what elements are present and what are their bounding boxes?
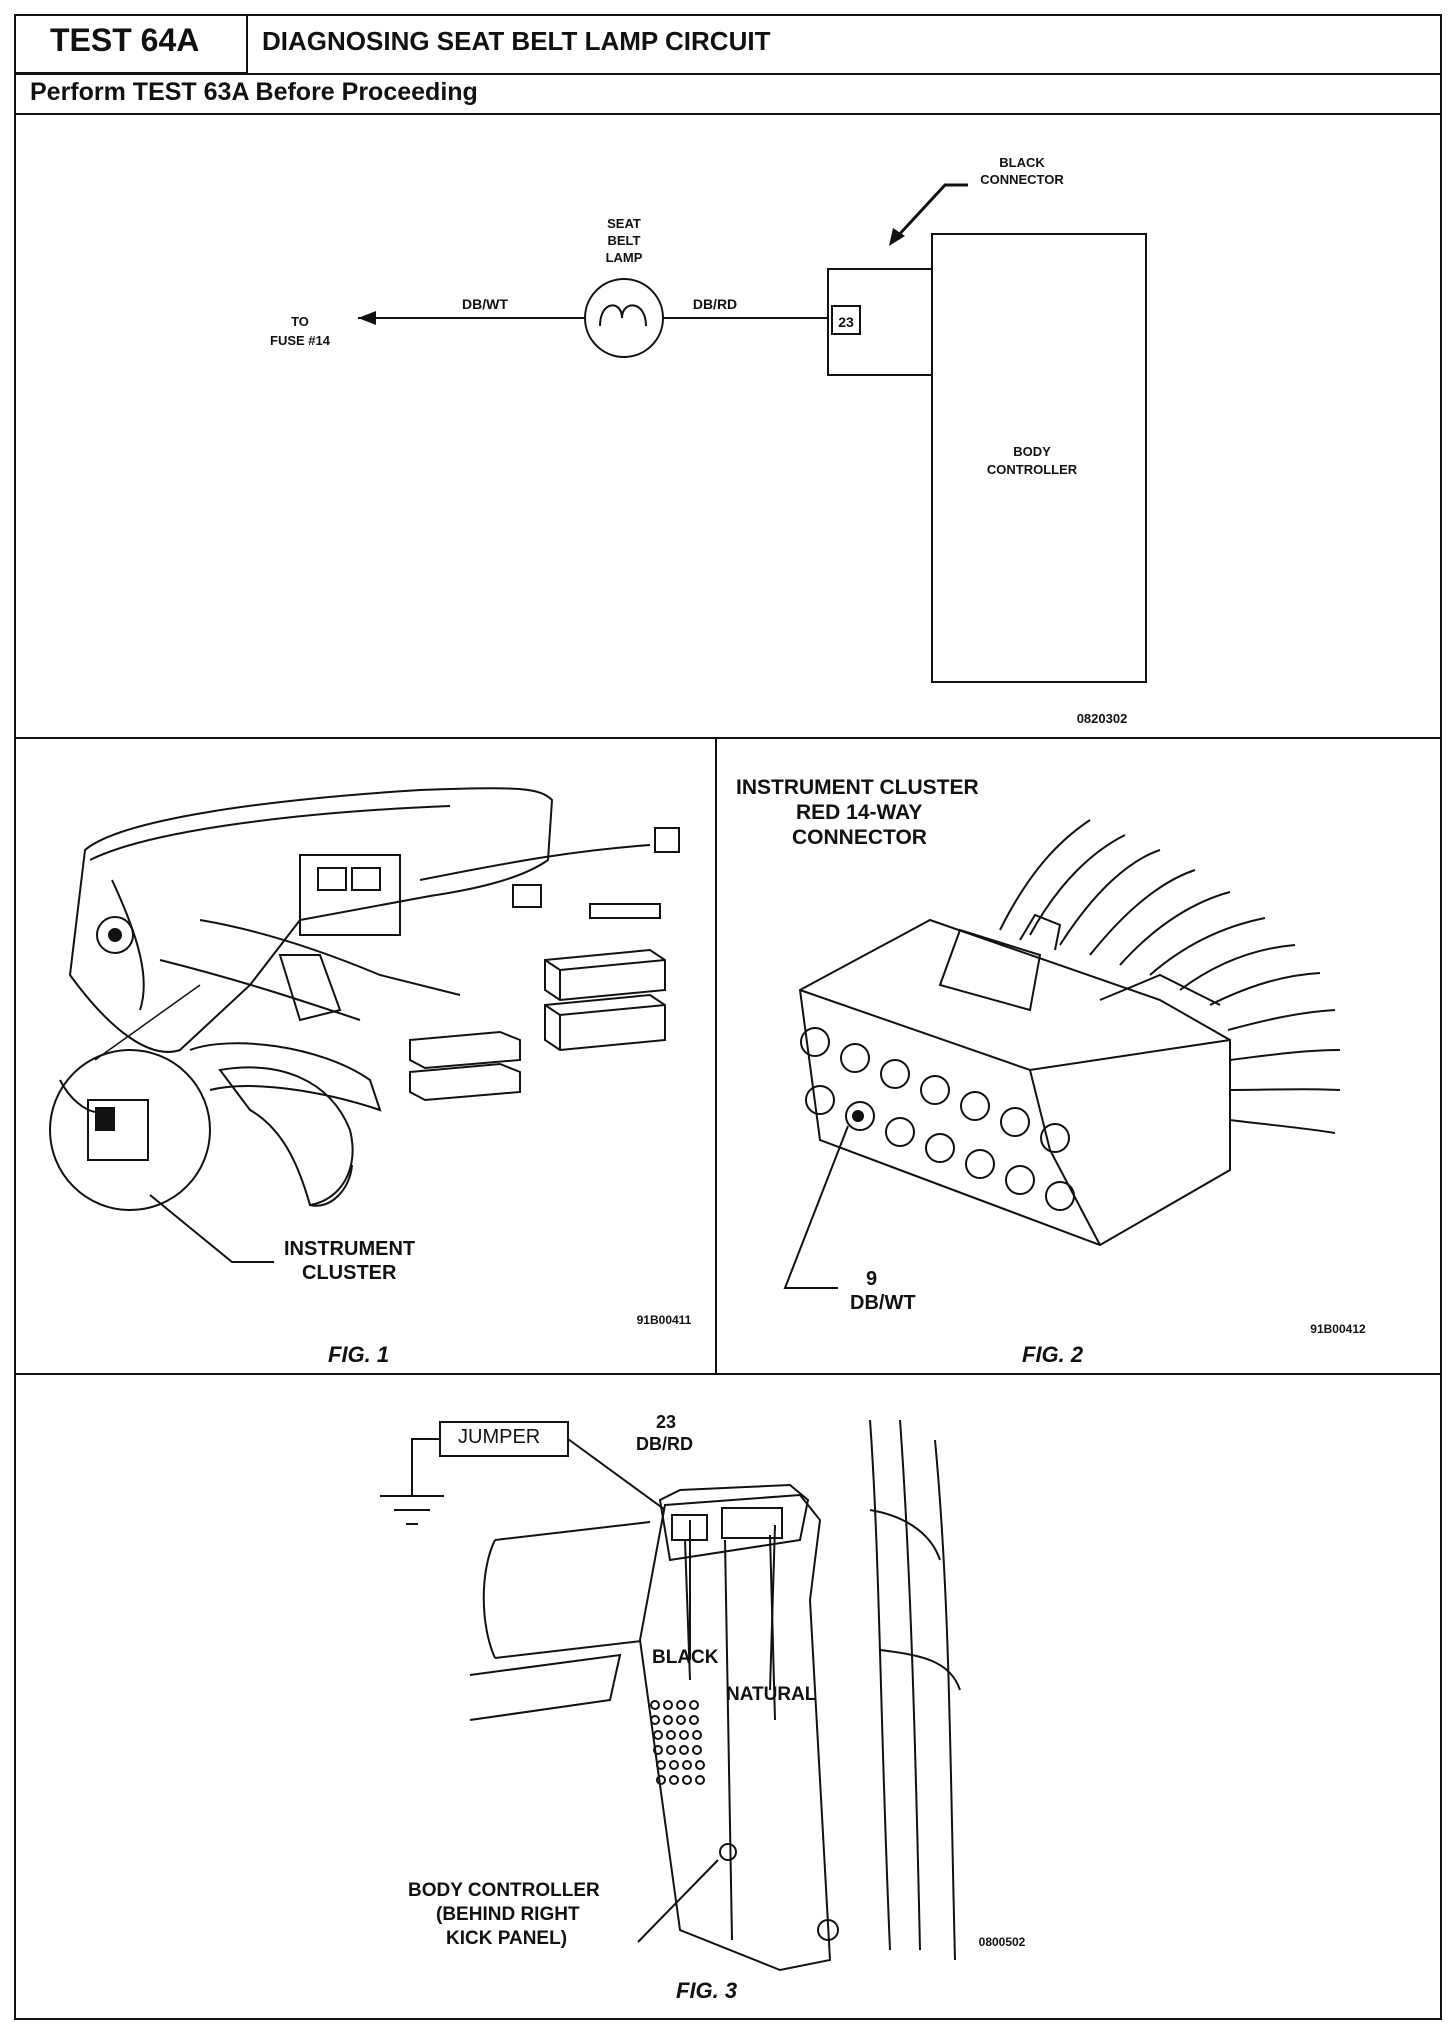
fig3-caption: FIG. 3 <box>676 1978 738 2003</box>
fig3-ref: 0800502 <box>979 1935 1026 1949</box>
fig3-controller-illustration <box>380 1419 961 1972</box>
fig2-title-3: CONNECTOR <box>792 826 927 849</box>
fig1-callout-label-1: INSTRUMENT <box>284 1238 416 1260</box>
fig1-dashboard-illustration <box>49 787 680 1263</box>
schematic <box>358 183 1147 683</box>
page-title: DIAGNOSING SEAT BELT LAMP CIRCUIT <box>262 26 771 56</box>
natural-connector-label: NATURAL <box>726 1684 817 1705</box>
wire-left-label: DB/WT <box>462 296 508 312</box>
fig2-ref: 91B00412 <box>1310 1322 1366 1336</box>
fig3-callout-line <box>637 1859 719 1943</box>
connector-label-2: CONNECTOR <box>980 172 1064 187</box>
fig1-callout-label-2: CLUSTER <box>302 1262 397 1284</box>
fig2-callout-line <box>783 1125 849 1289</box>
body-controller-label-3: KICK PANEL) <box>446 1928 568 1949</box>
body-controller-box <box>931 233 1147 683</box>
schematic-ref: 0820302 <box>1077 711 1128 726</box>
fig1-ref: 91B00411 <box>637 1313 692 1327</box>
wire-right-label: DB/RD <box>693 296 737 312</box>
fig1-caption: FIG. 1 <box>328 1342 390 1367</box>
page-border <box>14 14 1442 2020</box>
fig3-wire-label: DB/RD <box>636 1434 693 1454</box>
fig2-pin-label: 9 <box>866 1268 878 1290</box>
body-controller-label-2: (BEHIND RIGHT <box>436 1904 580 1925</box>
connector-label-1: BLACK <box>999 155 1045 170</box>
lamp-label-3: LAMP <box>606 250 643 265</box>
fig2-connector-illustration <box>783 819 1341 1289</box>
fig1-callout-line <box>149 1194 274 1263</box>
jumper-label: JUMPER <box>458 1426 541 1448</box>
fig2-caption: FIG. 2 <box>1022 1342 1084 1367</box>
body-controller-label-1: BODY CONTROLLER <box>408 1880 600 1901</box>
arrow-to-fuse <box>358 311 376 325</box>
pin-23-label: 23 <box>838 314 854 330</box>
lamp-label-2: BELT <box>608 233 641 248</box>
fig2-title-2: RED 14-WAY <box>796 801 923 824</box>
test-id: TEST 64A <box>50 22 200 58</box>
fig2-title-1: INSTRUMENT CLUSTER <box>736 776 979 799</box>
pin-23-box <box>831 305 861 335</box>
connector-pointer <box>894 183 968 240</box>
controller-label-2: CONTROLLER <box>987 462 1078 477</box>
cluster-magnifier <box>49 1049 211 1211</box>
black-connector-label: BLACK <box>652 1647 719 1668</box>
lamp-label-1: SEAT <box>607 216 641 231</box>
controller-label-1: BODY <box>1013 444 1051 459</box>
fuse-label: FUSE #14 <box>270 333 331 348</box>
fig3-pin-label: 23 <box>656 1412 677 1432</box>
pin-9-marker <box>852 1110 864 1122</box>
prerequisite-note: Perform TEST 63A Before Proceeding <box>30 78 478 106</box>
fig2-wire-label: DB/WT <box>850 1292 916 1314</box>
to-label: TO <box>291 314 309 329</box>
seat-belt-lamp-symbol <box>584 278 664 358</box>
